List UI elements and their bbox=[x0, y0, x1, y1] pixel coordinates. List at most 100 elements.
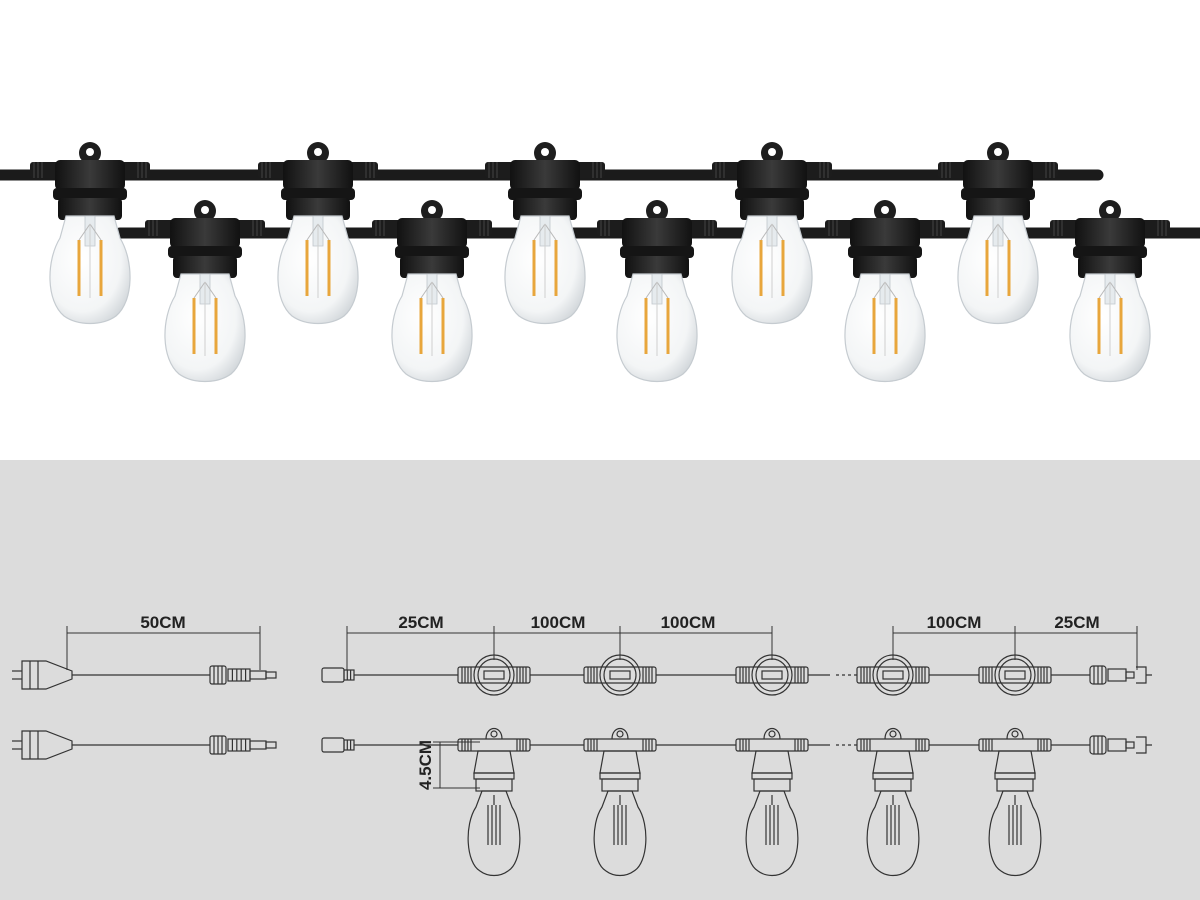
filament-wire bbox=[884, 281, 897, 299]
plug-top-view bbox=[12, 660, 73, 690]
hang-hole bbox=[653, 206, 661, 214]
lead-connector-top bbox=[209, 665, 277, 685]
socket-side-view-2 bbox=[583, 727, 657, 877]
socket-base bbox=[400, 256, 464, 278]
socket-top bbox=[622, 218, 692, 248]
socket-side-view-3 bbox=[735, 727, 809, 877]
hang-hole bbox=[86, 148, 94, 156]
bulb-outline bbox=[988, 790, 1042, 877]
socket-inner bbox=[876, 658, 910, 692]
end-plug bbox=[1136, 666, 1152, 684]
socket-base bbox=[996, 778, 1034, 792]
hang-hole bbox=[1011, 730, 1019, 738]
socket-ring bbox=[848, 246, 922, 258]
dim-label-last-socket-to-end: 25CM bbox=[1054, 613, 1099, 632]
connector-body bbox=[227, 738, 251, 752]
socket-base bbox=[753, 778, 791, 792]
bulb-1 bbox=[258, 142, 378, 325]
hang-loop bbox=[611, 727, 629, 740]
socket-inner bbox=[477, 658, 511, 692]
bulb-5 bbox=[145, 200, 265, 383]
bulb-6 bbox=[372, 200, 492, 383]
bulb-outline bbox=[467, 790, 521, 877]
socket-slot bbox=[609, 670, 631, 680]
hang-hole bbox=[768, 730, 776, 738]
dimension-diagram: 50CM 25CM 100CM 100CM 100CM 25CM 4.5CM bbox=[0, 460, 1200, 900]
socket-top bbox=[1075, 218, 1145, 248]
dim-label-socket-spacing-1: 100CM bbox=[531, 613, 586, 632]
hang-hole bbox=[994, 148, 1002, 156]
socket-top-view-2 bbox=[583, 654, 657, 696]
socket-ring bbox=[872, 654, 914, 696]
socket-ring bbox=[994, 772, 1036, 780]
socket-top-view-4 bbox=[856, 654, 930, 696]
cap-tip bbox=[1125, 671, 1135, 679]
socket-side-view-5 bbox=[978, 727, 1052, 877]
socket-clamp bbox=[457, 666, 531, 684]
connector-female bbox=[321, 737, 345, 753]
socket-ring bbox=[168, 246, 242, 258]
end-cap-side bbox=[1089, 735, 1152, 755]
socket-base bbox=[853, 256, 917, 278]
cap-tip bbox=[1125, 741, 1135, 749]
socket-ring bbox=[473, 654, 515, 696]
socket-clamp bbox=[583, 738, 657, 752]
socket-ring bbox=[751, 772, 793, 780]
bulb-outline bbox=[745, 790, 799, 877]
socket-ring bbox=[281, 188, 355, 200]
bulb-3 bbox=[712, 142, 832, 325]
socket-base bbox=[475, 778, 513, 792]
filament-wire bbox=[533, 223, 546, 241]
hang-hole bbox=[428, 206, 436, 214]
socket-clamp bbox=[583, 666, 657, 684]
socket-inner bbox=[603, 658, 637, 692]
connector-pin bbox=[265, 671, 277, 679]
socket-ring bbox=[961, 188, 1035, 200]
socket-clamp bbox=[978, 666, 1052, 684]
bulb-7 bbox=[597, 200, 717, 383]
hang-hole bbox=[490, 730, 498, 738]
dim-label-lead-to-first-socket: 25CM bbox=[398, 613, 443, 632]
filament-wire bbox=[997, 223, 1010, 241]
socket-top bbox=[510, 160, 580, 190]
filament-wire bbox=[771, 223, 784, 241]
socket-ring bbox=[473, 772, 515, 780]
socket-top bbox=[55, 160, 125, 190]
socket-base bbox=[874, 778, 912, 792]
socket-body bbox=[473, 750, 515, 774]
socket-side-view-4 bbox=[856, 727, 930, 877]
string-connector-side bbox=[321, 737, 355, 753]
socket-slot bbox=[761, 670, 783, 680]
socket-base bbox=[625, 256, 689, 278]
socket-inner bbox=[755, 658, 789, 692]
socket-ring bbox=[395, 246, 469, 258]
socket-slot bbox=[882, 670, 904, 680]
filament-wire bbox=[317, 223, 330, 241]
socket-clamp bbox=[735, 666, 809, 684]
filament-wire bbox=[544, 223, 557, 241]
connector-collar bbox=[343, 669, 355, 681]
cap-body bbox=[1107, 738, 1127, 752]
socket-slot bbox=[483, 670, 505, 680]
filament-wire bbox=[193, 281, 206, 299]
dim-label-socket-spacing-3: 100CM bbox=[927, 613, 982, 632]
plug-side-view bbox=[12, 730, 73, 760]
socket-inner bbox=[998, 658, 1032, 692]
socket-top bbox=[397, 218, 467, 248]
hang-loop bbox=[485, 727, 503, 740]
bulb-0 bbox=[30, 142, 150, 325]
filament-wire bbox=[645, 281, 658, 299]
string-connector-top bbox=[321, 667, 355, 683]
socket-ring bbox=[620, 246, 694, 258]
socket-ring bbox=[735, 188, 809, 200]
socket-base bbox=[173, 256, 237, 278]
dimension-labels: 50CM 25CM 100CM 100CM 100CM 25CM 4.5CM bbox=[140, 613, 1099, 790]
connector-pin bbox=[265, 741, 277, 749]
hang-hole bbox=[201, 206, 209, 214]
socket-ring bbox=[599, 654, 641, 696]
hang-hole bbox=[889, 730, 897, 738]
socket-base bbox=[966, 198, 1030, 220]
filament-wire bbox=[760, 223, 773, 241]
connector-body bbox=[227, 668, 251, 682]
socket-base bbox=[286, 198, 350, 220]
